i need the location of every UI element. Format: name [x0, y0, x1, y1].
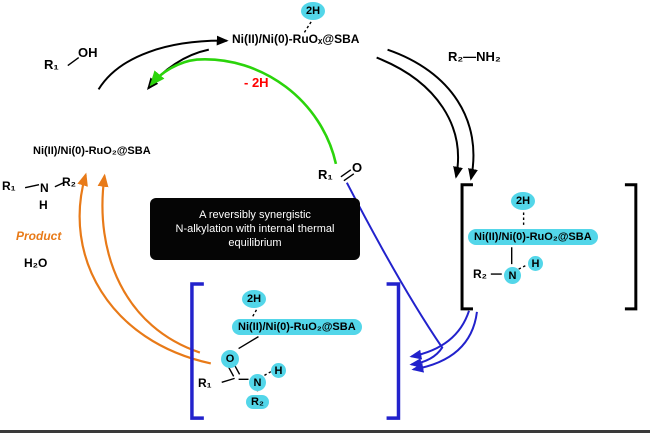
minus-2h-label: - 2H: [244, 75, 269, 90]
arrow-catalyst-to-amine-adduct-inner: [376, 56, 463, 179]
bracket-right-open: [460, 183, 473, 311]
hemiaminal-r1-label: R₁: [198, 376, 212, 390]
arrow-alcohol-to-catalyst: [97, 35, 229, 90]
catalyst-label-adduct: Ni(II)/Ni(0)-RuO₂@SBA: [468, 229, 598, 246]
bracket-bottom-open: [190, 282, 204, 420]
product-r2-label: R₂: [62, 175, 76, 189]
arrow-dehydrogenation-green: [149, 58, 338, 165]
hydride-dashed-links: [251, 21, 527, 376]
hydride-badge-hemiaminal: 2H: [242, 290, 267, 308]
arrow-adduct-to-hemiaminal-2: [411, 311, 478, 373]
catalyst-label-left: Ni(II)/Ni(0)-RuO₂@SBA: [33, 145, 151, 157]
catalyst-label-top: Ni(II)/Ni(0)-RuOₓ@SBA: [232, 32, 360, 46]
arrow-aldehyde-to-hemiaminal: [345, 182, 444, 369]
aldehyde-r1-label: R₁: [318, 167, 333, 182]
adduct-r2-label: R₂: [473, 267, 487, 281]
arrow-catalyst-to-alcohol: [147, 48, 210, 90]
catalyst-label-hemiaminal: Ni(II)/Ni(0)-RuO₂@SBA: [232, 319, 362, 336]
statement-line-1: A reversibly synergistic: [199, 209, 311, 221]
arrow-catalyst-to-amine-adduct-outer: [387, 48, 478, 181]
arrow-adduct-to-hemiaminal-1: [409, 310, 470, 360]
synergy-statement-box: A reversibly synergistic N-alkylation wi…: [150, 198, 360, 260]
hydride-badge-top: 2H: [301, 2, 326, 20]
product-n-label: N: [40, 181, 49, 195]
hemiaminal-h-atom: H: [271, 363, 286, 378]
hemiaminal-n-atom: N: [249, 374, 266, 391]
alcohol-r1-label: R₁: [44, 57, 59, 72]
structure-bonds: [24, 57, 513, 392]
aldehyde-o-label: O: [352, 160, 363, 175]
adduct-h-atom: H: [528, 256, 543, 271]
bracket-right-close: [624, 183, 638, 311]
amine-label: R₂—NH₂: [448, 49, 501, 64]
adduct-n-atom: N: [504, 267, 521, 284]
arrow-hemiaminal-to-product-outer: [77, 172, 212, 365]
statement-line-2: N-alkylation with internal thermal: [175, 223, 335, 235]
alcohol-oh-label: OH: [78, 45, 98, 60]
bracket-bottom-close: [386, 282, 401, 420]
statement-line-3: equilibrium: [228, 237, 282, 249]
water-label: H₂O: [24, 256, 48, 270]
hemiaminal-o-atom: O: [221, 350, 239, 368]
arrow-hemiaminal-to-product-inner: [97, 173, 201, 354]
product-h-label: H: [39, 198, 48, 212]
hemiaminal-r2-label: R₂: [246, 395, 269, 409]
product-caption: Product: [16, 229, 62, 243]
product-r1-label: R₁: [2, 179, 16, 193]
hydride-badge-adduct: 2H: [511, 192, 536, 210]
